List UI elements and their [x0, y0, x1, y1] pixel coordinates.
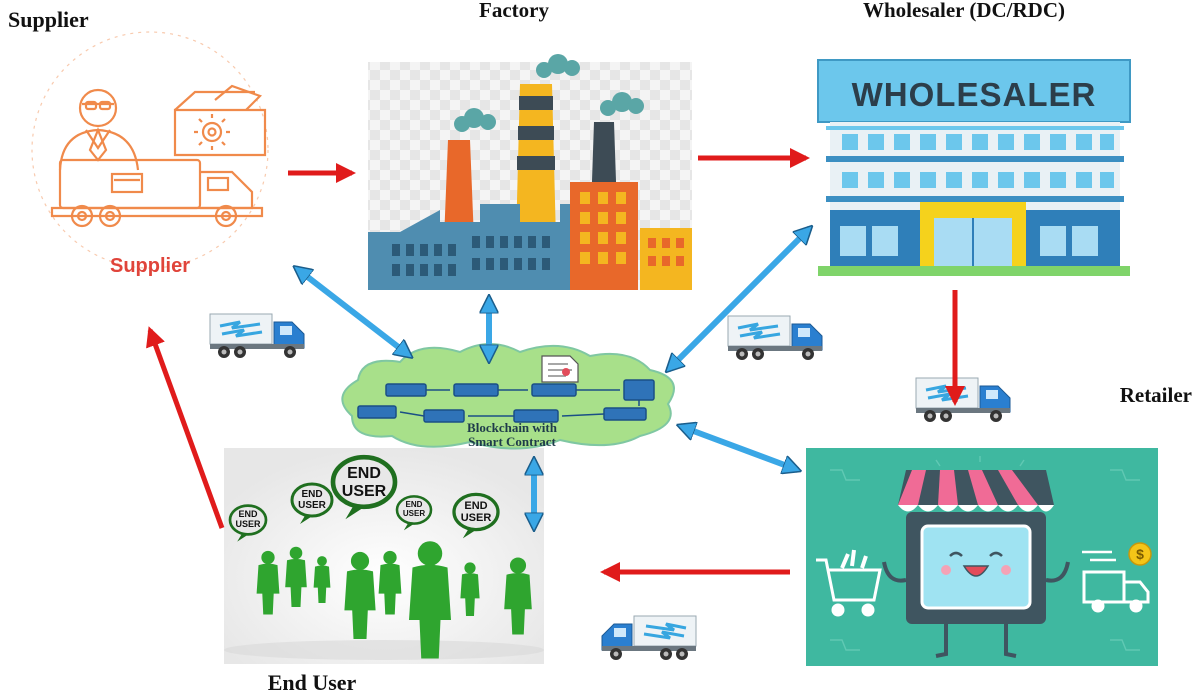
truck-icon	[208, 312, 306, 360]
heading-wholesaler: Wholesaler (DC/RDC)	[863, 0, 1065, 22]
svg-text:USER: USER	[298, 500, 327, 511]
truck-icon	[726, 314, 824, 362]
retailer-illustration: $	[806, 448, 1158, 666]
document-icon	[541, 355, 579, 383]
arrow-supplier-blockchain	[296, 268, 410, 356]
svg-text:USER: USER	[461, 512, 492, 524]
svg-text:END: END	[464, 500, 487, 512]
dollar-coin-icon: $	[1128, 542, 1152, 566]
svg-text:END: END	[347, 465, 381, 482]
supplier-illustration: Supplier	[31, 31, 269, 277]
svg-text:END: END	[406, 500, 423, 509]
flow-arrows	[146, 148, 965, 582]
truck-icon	[914, 376, 1012, 424]
blockchain-label-line2: Smart Contract	[468, 434, 556, 449]
end-user-crowd-icon: END USER END USER END USER END USER END …	[224, 448, 544, 664]
arrow-retailer-blockchain	[680, 426, 798, 470]
wholesaler-sign: WHOLESALER	[852, 76, 1097, 113]
gear-box-icon	[173, 84, 267, 157]
svg-text:END: END	[238, 509, 258, 519]
supplier-caption: Supplier	[110, 255, 190, 277]
svg-text:USER: USER	[403, 509, 425, 518]
factory-icon	[368, 54, 692, 290]
end-user-bubbles: END USER END USER END USER END USER END …	[228, 457, 500, 543]
delivery-van-icon	[1082, 550, 1150, 613]
heading-retailer: Retailer	[1120, 383, 1192, 407]
factory-illustration	[368, 54, 692, 290]
delivery-truck-icon	[50, 158, 264, 228]
blockchain-cloud-icon: Blockchain with Smart Contract	[341, 343, 675, 450]
arrow-end-user-to-supplier	[146, 326, 225, 529]
wholesaler-building-icon: WHOLESALER	[817, 59, 1131, 276]
svg-text:END: END	[301, 489, 322, 500]
blockchain-label-line1: Blockchain with	[467, 420, 558, 435]
arrow-wholesaler-blockchain	[668, 228, 810, 370]
truck-icon	[600, 614, 698, 662]
heading-end-user: End User	[268, 670, 357, 695]
svg-text:$: $	[1136, 546, 1144, 562]
heading-supplier: Supplier	[8, 7, 89, 32]
supplier-person-icon	[58, 88, 140, 171]
blockchain-arrows	[296, 228, 810, 528]
svg-text:USER: USER	[342, 483, 387, 500]
svg-text:USER: USER	[235, 519, 261, 529]
heading-factory: Factory	[479, 0, 549, 22]
shopping-cart-icon	[816, 549, 882, 617]
retail-store-icon	[882, 470, 1070, 658]
